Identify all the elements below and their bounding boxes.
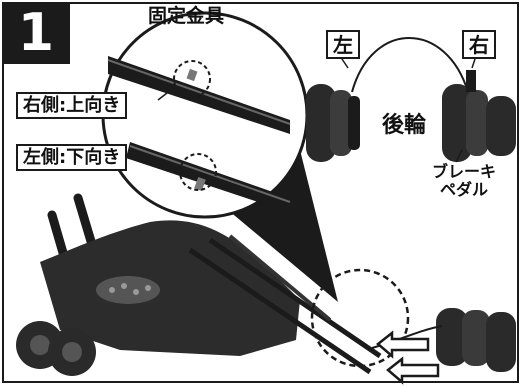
highlight-circle-upper bbox=[173, 60, 211, 98]
left-label: 左 bbox=[326, 30, 360, 59]
right-label: 右 bbox=[462, 30, 496, 59]
brake-pedal-label-line1: ブレーキ bbox=[432, 162, 497, 181]
detached-rear-wheel-b bbox=[486, 312, 516, 372]
fitting-lower bbox=[194, 176, 206, 192]
highlight-circle-lower bbox=[179, 153, 217, 191]
rear-wheels-diagram bbox=[306, 37, 516, 163]
left-side-down-label: 左側:下向き bbox=[16, 144, 128, 171]
right-side-up-label: 右側:上向き bbox=[16, 92, 128, 119]
magnifier-detail bbox=[101, 11, 338, 302]
arrow-lower bbox=[386, 356, 440, 385]
arrow-upper bbox=[376, 330, 430, 359]
attach-point-circle bbox=[310, 268, 410, 368]
brake-pedal-label-line2: ペダル bbox=[440, 179, 489, 199]
rear-wheels-label: 後輪 bbox=[382, 113, 427, 138]
detached-rear-wheel-a bbox=[436, 308, 468, 366]
magnifier-circle bbox=[101, 11, 309, 219]
fitting-upper bbox=[186, 68, 198, 82]
brake-pedal-label: ブレーキ ペダル bbox=[432, 163, 496, 198]
step-number-badge: 1 bbox=[2, 2, 70, 64]
rear-wheel-left bbox=[306, 84, 336, 162]
rear-wheel-right bbox=[442, 84, 472, 162]
folded-stroller bbox=[16, 193, 516, 385]
brake-pedal bbox=[466, 70, 476, 92]
fitting-label: 固定金具 bbox=[148, 5, 225, 27]
